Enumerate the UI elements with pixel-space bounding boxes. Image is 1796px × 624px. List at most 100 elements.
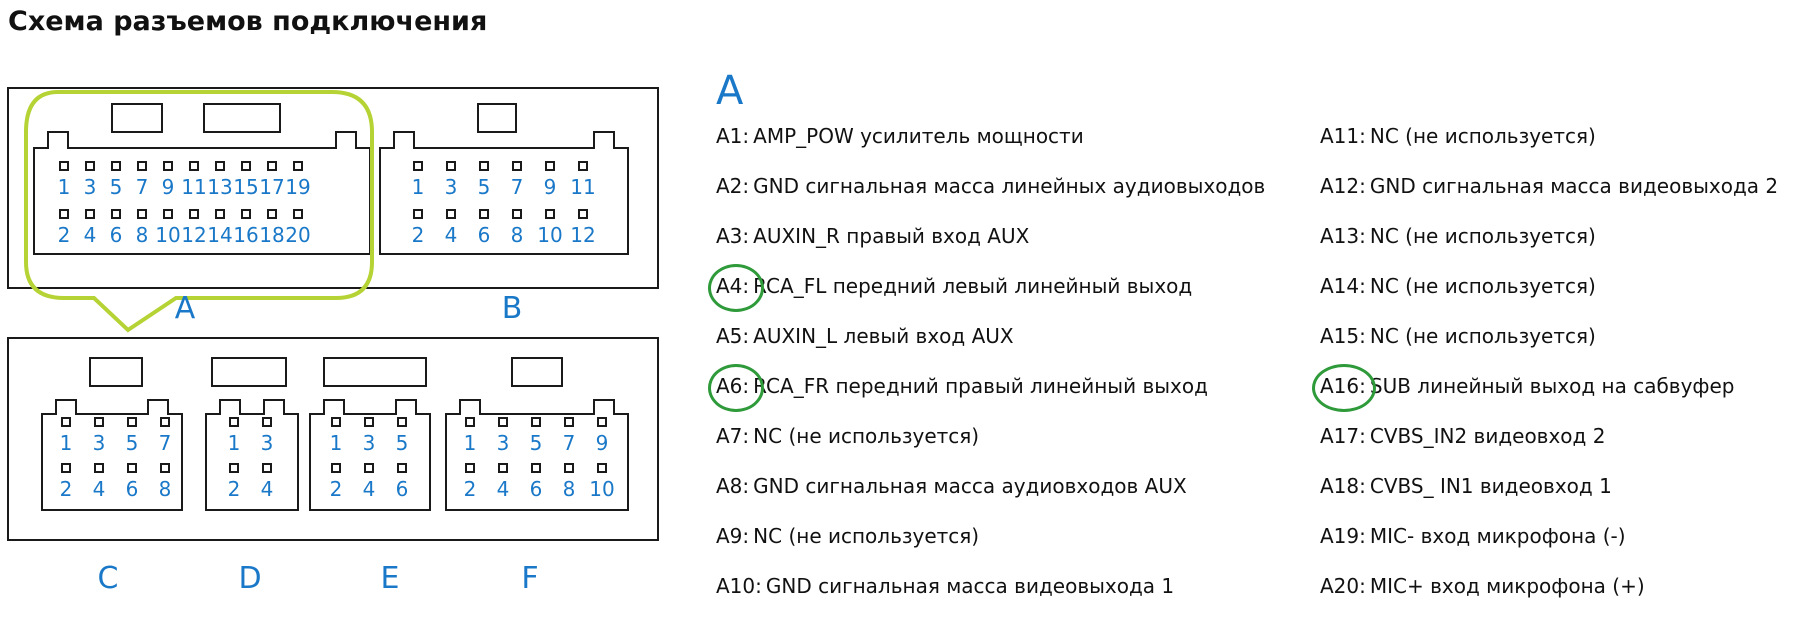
pin-socket [94, 463, 104, 473]
pinout-row: A17:CVBS_IN2 видеовход 2 [1320, 424, 1778, 474]
pin-socket [59, 161, 69, 171]
connector-key-tab [323, 357, 427, 387]
pin-description: RCA_FR передний правый линейный выход [753, 374, 1208, 398]
pin-id: A12: [1320, 174, 1366, 198]
pin-number: 16 [233, 223, 258, 247]
pin-number: 3 [93, 431, 106, 455]
pinout-row: A12:GND сигнальная масса видеовыхода 2 [1320, 174, 1778, 224]
pin-description: NC (не используется) [753, 424, 980, 448]
pinout-row: A6:RCA_FR передний правый линейный выход [707, 364, 1265, 424]
pin-id: A10: [716, 574, 762, 598]
pin-socket [111, 209, 121, 219]
pinout-row: A4:RCA_FL передний левый линейный выход [707, 264, 1265, 324]
pin-number: 2 [330, 477, 343, 501]
pin-description: CVBS_ IN1 видеовход 1 [1369, 474, 1612, 498]
pin-description: NC (не используется) [753, 524, 980, 548]
pin-socket [262, 417, 272, 427]
pin-socket [61, 417, 71, 427]
pin-number: 4 [497, 477, 510, 501]
page-title: Схема разъемов подключения [8, 6, 488, 37]
pin-number: 7 [136, 175, 149, 199]
pin-number: 7 [563, 431, 576, 455]
pin-number: 10 [537, 223, 562, 247]
pin-socket [479, 161, 489, 171]
pin-socket [465, 463, 475, 473]
pinout-row: A18:CVBS_ IN1 видеовход 1 [1320, 474, 1778, 524]
pin-number: 6 [126, 477, 139, 501]
pin-socket [578, 209, 588, 219]
pin-description: AUXIN_R правый вход AUX [753, 224, 1030, 248]
pin-number: 4 [84, 223, 97, 247]
pin-number: 1 [60, 431, 73, 455]
pin-id: A3: [716, 224, 750, 248]
pin-id: A9: [716, 524, 750, 548]
pin-socket [498, 417, 508, 427]
pin-number: 4 [261, 477, 274, 501]
pin-number: 8 [511, 223, 524, 247]
pin-socket [597, 417, 607, 427]
pin-socket [111, 161, 121, 171]
pin-description: NC (не используется) [1369, 324, 1596, 348]
pin-socket [578, 161, 588, 171]
pin-socket [531, 463, 541, 473]
pin-socket [293, 161, 303, 171]
pin-id-highlighted: A4: [707, 264, 765, 312]
connector-a-highlight [24, 90, 374, 333]
pin-number: 9 [544, 175, 557, 199]
pin-number: 6 [110, 223, 123, 247]
pin-socket [446, 161, 456, 171]
connector-label-a: A [175, 291, 196, 326]
connector-key-tab [511, 357, 563, 387]
pin-number: 10 [589, 477, 614, 501]
pin-number: 1 [228, 431, 241, 455]
pin-number: 10 [155, 223, 180, 247]
upper-panel [7, 87, 659, 289]
pinout-row: A11:NC (не используется) [1320, 124, 1778, 174]
pin-number: 4 [363, 477, 376, 501]
pin-id: A14: [1320, 274, 1366, 298]
pin-number: 2 [228, 477, 241, 501]
pin-description: NC (не используется) [1369, 274, 1596, 298]
connector-key-tab [111, 103, 163, 133]
pin-socket [397, 463, 407, 473]
pin-description: GND сигнальная масса аудиовходов AUX [753, 474, 1187, 498]
pin-number: 5 [530, 431, 543, 455]
pin-socket [137, 209, 147, 219]
pin-group-title: A [716, 68, 744, 114]
pin-number: 8 [136, 223, 149, 247]
pin-number: 2 [412, 223, 425, 247]
pin-socket [512, 209, 522, 219]
connector-f-housing [445, 399, 629, 511]
pin-number: 1 [330, 431, 343, 455]
pin-number: 15 [233, 175, 258, 199]
pinout-row: A15:NC (не используется) [1320, 324, 1778, 374]
pin-id: A15: [1320, 324, 1366, 348]
pin-socket [163, 161, 173, 171]
pin-id: A7: [716, 424, 750, 448]
pin-socket [531, 417, 541, 427]
pin-socket [61, 463, 71, 473]
pin-socket [364, 417, 374, 427]
pin-socket [364, 463, 374, 473]
pin-description: GND сигнальная масса видеовыхода 2 [1369, 174, 1779, 198]
pin-id: A8: [716, 474, 750, 498]
pin-number: 7 [159, 431, 172, 455]
pin-socket [413, 161, 423, 171]
pin-id-highlighted: A6: [707, 364, 765, 412]
pin-id: A5: [716, 324, 750, 348]
connector-e-housing [309, 399, 431, 511]
pin-number: 5 [110, 175, 123, 199]
pin-number: 13 [207, 175, 232, 199]
pin-number: 8 [159, 477, 172, 501]
pin-number: 9 [162, 175, 175, 199]
pin-socket [241, 209, 251, 219]
pin-socket [479, 209, 489, 219]
pinout-row: A10:GND сигнальная масса видеовыхода 1 [716, 574, 1265, 624]
pin-socket [229, 417, 239, 427]
pin-socket [262, 463, 272, 473]
pin-number: 20 [285, 223, 310, 247]
pin-description: AUXIN_L левый вход AUX [753, 324, 1014, 348]
pin-number: 5 [396, 431, 409, 455]
